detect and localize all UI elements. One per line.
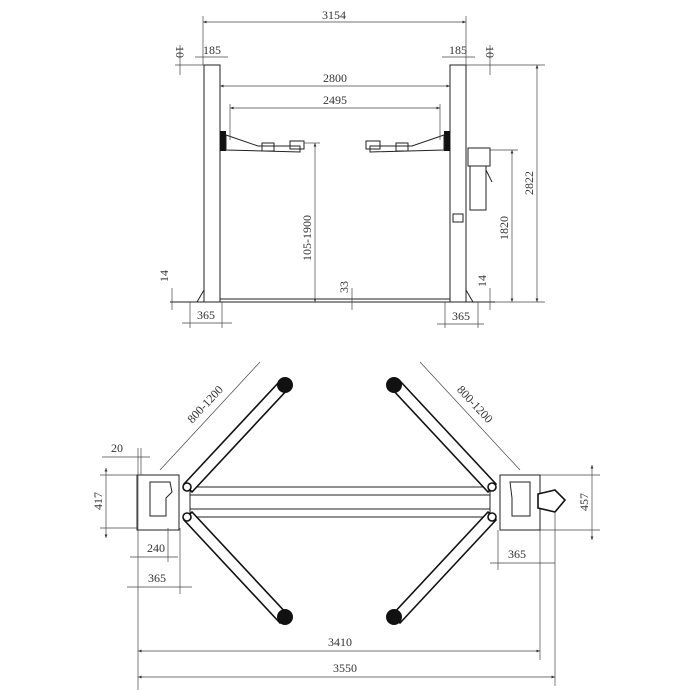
dim-800-1200-left: 800-1200: [184, 383, 226, 426]
arm-pad: [386, 609, 402, 625]
power-unit: [452, 147, 493, 223]
dim-240: 240: [147, 541, 165, 555]
front-view: 3154 185 185 10 10 2800 2495 2822 1820 1…: [157, 8, 545, 328]
control-box: [452, 213, 464, 223]
dim-20: 20: [111, 441, 123, 455]
dim-10-left: 10: [173, 46, 187, 58]
arms: [182, 377, 498, 625]
dim-365-left-top: 365: [148, 571, 166, 585]
dim-1820: 1820: [497, 216, 511, 240]
dim-365-left: 365: [197, 308, 215, 322]
dim-185-left: 185: [203, 43, 221, 57]
dim-457: 457: [577, 493, 591, 511]
dim-3154: 3154: [322, 8, 346, 22]
dim-33: 33: [337, 281, 351, 293]
dim-800-1200-right: 800-1200: [454, 383, 496, 426]
arm-pad: [277, 609, 293, 625]
left-arm: [220, 131, 305, 153]
right-post: [449, 64, 467, 303]
top-view: 800-1200 800-1200 20 417 457 240 365 365…: [91, 361, 600, 690]
dim-2495: 2495: [323, 93, 347, 107]
dim-185-right: 185: [449, 43, 467, 57]
dim-10-right: 10: [483, 46, 497, 58]
dim-2822: 2822: [522, 171, 536, 195]
crossbeam: [189, 486, 491, 518]
dim-3550: 3550: [333, 661, 357, 675]
right-base: [499, 474, 541, 531]
dim-2800: 2800: [323, 71, 347, 85]
dim-105-1900: 105-1900: [300, 215, 314, 261]
arm-pad: [277, 377, 293, 393]
dim-365-right-top: 365: [508, 547, 526, 561]
power-unit-top: [537, 489, 567, 513]
right-arm: [365, 131, 450, 153]
dim-14-right: 14: [475, 275, 489, 287]
dim-417: 417: [91, 492, 105, 510]
dim-3410: 3410: [328, 635, 352, 649]
arm-pad: [386, 377, 402, 393]
left-base: [136, 474, 180, 531]
left-post: [203, 64, 221, 303]
dim-365-right: 365: [452, 309, 470, 323]
dim-14-left: 14: [157, 270, 171, 282]
